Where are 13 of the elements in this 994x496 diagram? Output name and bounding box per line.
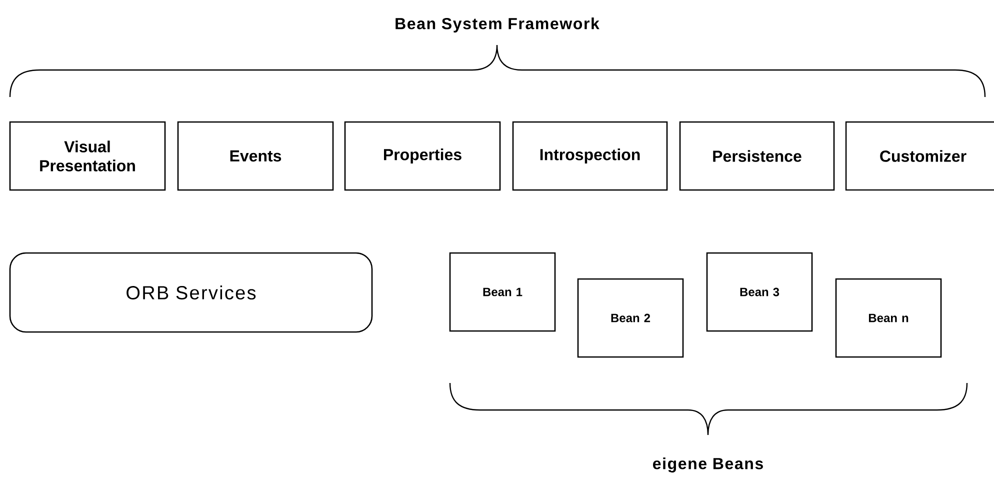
process-box: Events [177, 121, 334, 191]
rounded-box: ORB Services [9, 252, 373, 333]
process-box: Visual Presentation [9, 121, 166, 191]
heading: Bean System Framework [396, 18, 600, 32]
process-box: Properties [344, 121, 501, 191]
process-box: Persistence [679, 121, 835, 191]
process-box: Customizer [845, 121, 994, 191]
bean-box: Bean 1 [449, 252, 556, 332]
brace-label: eigene Beans [653, 458, 763, 472]
process-box: Introspection [512, 121, 668, 191]
bean-box: Bean 2 [577, 278, 684, 358]
bean-box: Bean 3 [706, 252, 813, 332]
bean-box: Bean n [835, 278, 942, 358]
